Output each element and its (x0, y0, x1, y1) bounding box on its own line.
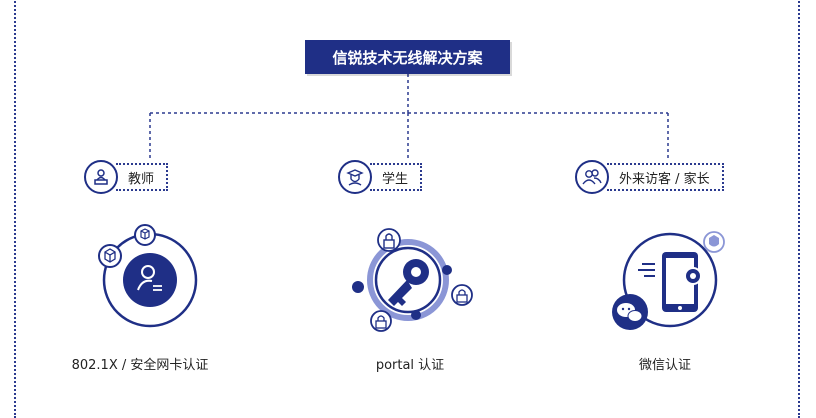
student-icon (338, 160, 372, 194)
method-caption-2: portal 认证 (375, 358, 445, 373)
dotted-frame (14, 0, 800, 418)
role-teacher: 教师 (84, 160, 169, 194)
connector-lines (149, 74, 669, 160)
solution-title: 信锐技术无线解决方案 (305, 40, 510, 74)
role-label: 学生 (370, 163, 423, 191)
role-visitors: 外来访客 / 家长 (575, 160, 724, 194)
role-label: 外来访客 / 家长 (607, 163, 724, 191)
visitors-icon (575, 160, 609, 194)
role-student: 学生 (338, 160, 423, 194)
method-caption-1: 802.1X / 安全网卡认证 (71, 358, 209, 373)
role-label: 教师 (116, 163, 169, 191)
wechat-phone-icon (612, 231, 725, 330)
key-lock-icon (352, 228, 473, 332)
user-card-auth-icon (98, 224, 198, 328)
method-caption-3: 微信认证 (638, 358, 691, 373)
teacher-icon (84, 160, 118, 194)
